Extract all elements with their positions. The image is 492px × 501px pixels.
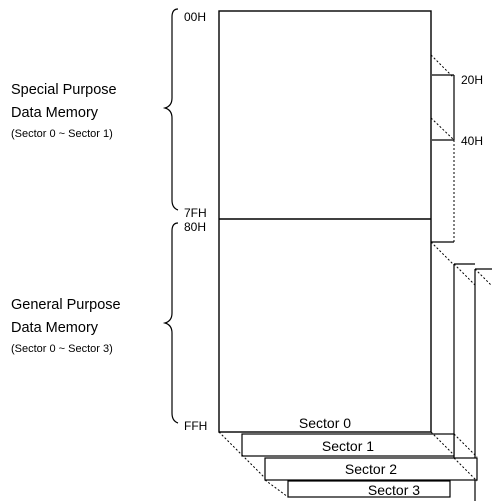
general-purpose-title: General Purpose (11, 297, 121, 313)
sector-0-label: Sector 0 (299, 415, 351, 431)
general-purpose-range: (Sector 0 ~ Sector 3) (11, 343, 113, 355)
general-purpose-brace (162, 222, 179, 424)
sector-3-plane (287, 268, 492, 501)
address-00h: 00H (184, 10, 206, 24)
sector-2-plane (264, 263, 478, 482)
special-purpose-brace (162, 8, 179, 211)
sector-2-label: Sector 2 (345, 461, 397, 477)
sector-1-label: Sector 1 (322, 438, 374, 454)
address-80h: 80H (184, 220, 206, 234)
special-purpose-subtitle: Data Memory (11, 105, 99, 121)
address-7fh: 7FH (184, 206, 207, 220)
general-purpose-subtitle: Data Memory (11, 320, 99, 336)
address-20h: 20H (461, 73, 483, 87)
sector-1-plane (241, 54, 478, 458)
special-purpose-range: (Sector 0 ~ Sector 1) (11, 128, 113, 140)
special-purpose-title: Special Purpose (11, 82, 117, 98)
sector-0-plane (218, 10, 455, 498)
sector-3-label: Sector 3 (368, 482, 420, 498)
address-ffh: FFH (184, 419, 207, 433)
address-40h: 40H (461, 134, 483, 148)
